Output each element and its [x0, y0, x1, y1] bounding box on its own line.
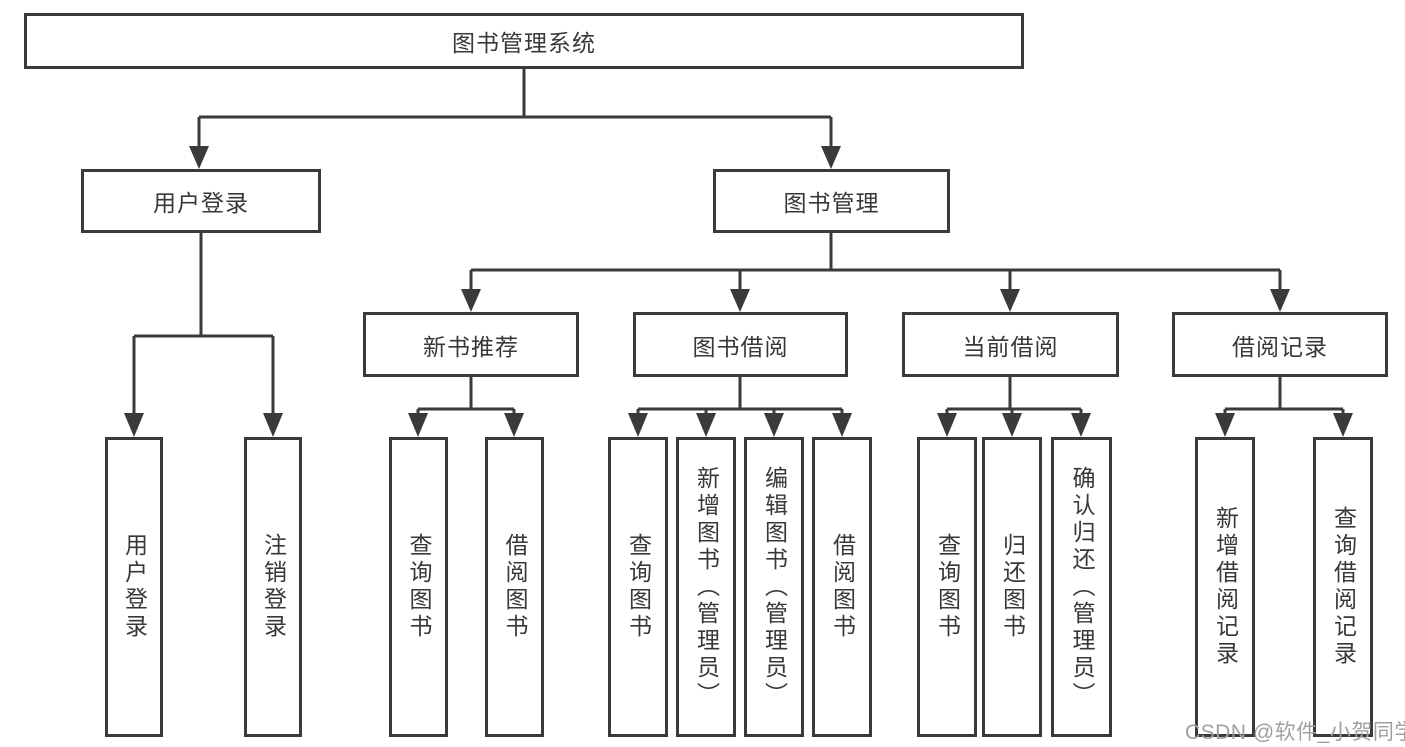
node-borrow-record: 借阅记录	[1172, 312, 1388, 377]
leaf-nb-borrow-book-label: 借阅图书	[502, 533, 528, 641]
node-book-borrow-label: 图书借阅	[692, 333, 789, 360]
node-new-book-recommend-label: 新书推荐	[423, 333, 519, 360]
leaf-bb-add-book-admin-label: 新增图书（管理员）	[693, 465, 720, 709]
node-root: 图书管理系统	[24, 13, 1024, 69]
leaf-bb-query-book: 查询图书	[608, 437, 668, 737]
leaf-logout: 注销登录	[244, 437, 302, 737]
connector-new-book-children	[408, 377, 524, 437]
connector-book-mgmt-to-level3	[461, 233, 1290, 312]
connector-root-to-level2	[189, 69, 841, 169]
leaf-br-add-record: 新增借阅记录	[1195, 437, 1255, 737]
leaf-nb-query-book-label: 查询图书	[406, 533, 432, 641]
leaf-cb-query-book: 查询图书	[917, 437, 977, 737]
csdn-watermark: CSDN @软件_小贺同学	[1185, 721, 1405, 744]
connector-book-borrow-children	[628, 377, 852, 437]
leaf-user-login-label: 用户登录	[121, 533, 148, 641]
leaf-bb-edit-book-admin: 编辑图书（管理员）	[744, 437, 804, 737]
node-root-label: 图书管理系统	[452, 30, 596, 56]
leaf-br-query-record-label: 查询借阅记录	[1330, 506, 1357, 668]
node-book-management-label: 图书管理	[783, 190, 880, 216]
leaf-bb-borrow-book-label: 借阅图书	[829, 533, 856, 641]
leaf-bb-query-book-label: 查询图书	[625, 533, 652, 641]
leaf-br-query-record: 查询借阅记录	[1313, 437, 1373, 737]
leaf-cb-confirm-return-admin-label: 确认归还（管理员）	[1069, 465, 1095, 709]
connector-user-login-children	[124, 233, 283, 437]
leaf-bb-edit-book-admin-label: 编辑图书（管理员）	[761, 465, 788, 709]
node-current-borrow: 当前借阅	[902, 312, 1119, 377]
leaf-cb-return-book: 归还图书	[982, 437, 1042, 737]
connector-borrow-record-children	[1215, 377, 1353, 437]
leaf-nb-query-book: 查询图书	[389, 437, 448, 737]
leaf-user-login: 用户登录	[105, 437, 163, 737]
leaf-cb-query-book-label: 查询图书	[934, 533, 961, 641]
node-user-login-label: 用户登录	[153, 190, 249, 216]
node-current-borrow-label: 当前借阅	[962, 333, 1059, 360]
node-user-login: 用户登录	[81, 169, 321, 233]
leaf-cb-return-book-label: 归还图书	[999, 533, 1026, 641]
leaf-nb-borrow-book: 借阅图书	[485, 437, 544, 737]
leaf-br-add-record-label: 新增借阅记录	[1212, 506, 1239, 668]
leaf-logout-label: 注销登录	[260, 533, 287, 641]
node-book-management: 图书管理	[713, 169, 950, 233]
node-borrow-record-label: 借阅记录	[1232, 333, 1328, 360]
leaf-bb-borrow-book: 借阅图书	[812, 437, 872, 737]
connector-current-borrow-children	[937, 377, 1091, 437]
node-new-book-recommend: 新书推荐	[363, 312, 579, 377]
leaf-bb-add-book-admin: 新增图书（管理员）	[676, 437, 736, 737]
node-book-borrow: 图书借阅	[633, 312, 848, 377]
leaf-cb-confirm-return-admin: 确认归还（管理员）	[1051, 437, 1112, 737]
